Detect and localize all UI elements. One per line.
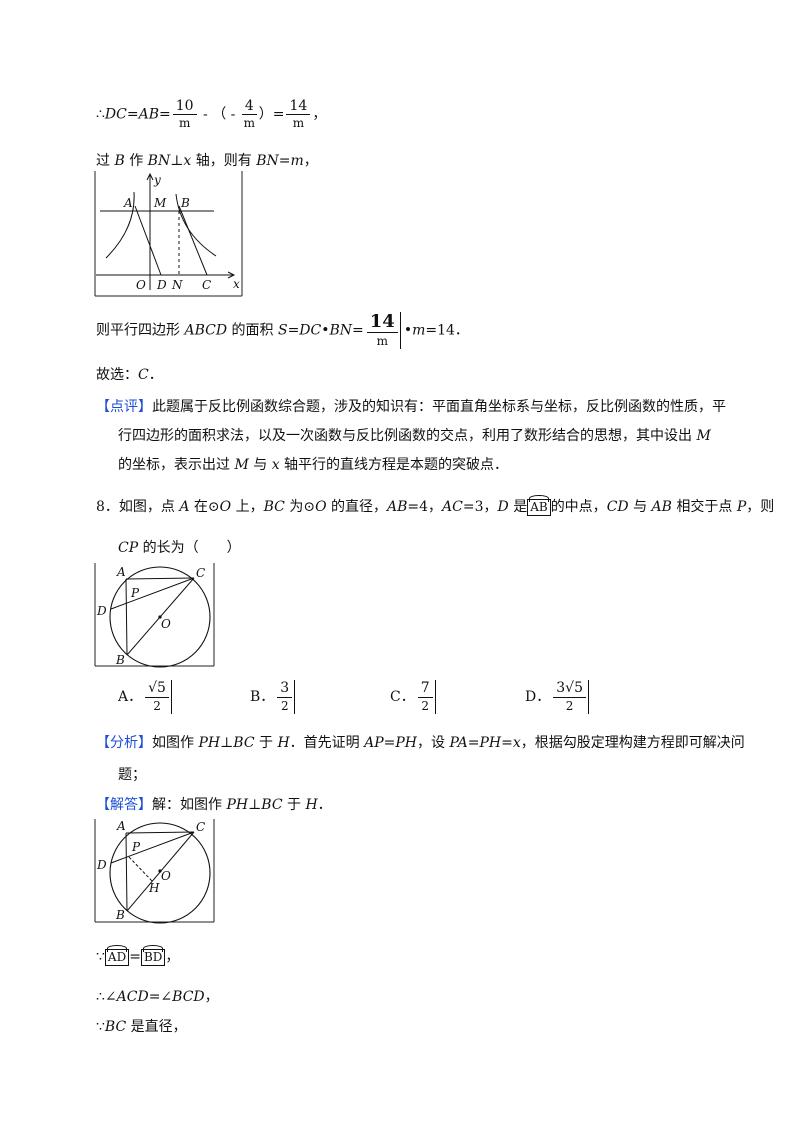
hyperbola-parallelogram-figure: y x A M B O D N C bbox=[94, 171, 243, 297]
review-tag: 【点评】 bbox=[96, 399, 152, 415]
solution-line-1: 【解答】解：如图作 PH⊥BC 于 H． bbox=[96, 797, 332, 813]
step-diameter: ∵BC 是直径， bbox=[96, 1019, 187, 1035]
fig1-label-B: B bbox=[115, 653, 125, 667]
label-y: y bbox=[153, 173, 161, 187]
label-N: N bbox=[171, 278, 183, 292]
fig2-label-B: B bbox=[115, 908, 125, 922]
solution-line-bn: 过 B 作 BN⊥x 轴，则有 BN=m， bbox=[96, 153, 318, 169]
fig1-label-C: C bbox=[196, 566, 205, 580]
circle-figure-solution: A C P D O H B bbox=[94, 819, 215, 924]
label-x: x bbox=[233, 277, 240, 291]
fig1-label-O: O bbox=[161, 617, 171, 631]
label-C: C bbox=[202, 278, 211, 292]
arc-ad: AD bbox=[104, 945, 130, 966]
answer-line: 故选：C． bbox=[96, 367, 163, 383]
fig2-label-P: P bbox=[131, 840, 141, 854]
fig2-label-H: H bbox=[148, 881, 160, 895]
arc-ab: AB bbox=[527, 495, 551, 516]
label-M: M bbox=[153, 196, 167, 210]
step-angles-equal: ∴∠ACD=∠BCD， bbox=[96, 989, 219, 1005]
label-B: B bbox=[180, 196, 190, 210]
analysis-line-2: 题； bbox=[118, 767, 146, 783]
arc-bd: BD bbox=[140, 945, 166, 966]
label-A: A bbox=[123, 196, 133, 210]
fig1-label-D: D bbox=[96, 604, 107, 618]
fig2-label-D: D bbox=[96, 858, 107, 872]
question-8-stem-2: CP 的长为（ ） bbox=[118, 540, 241, 556]
solution-tag: 【解答】 bbox=[96, 797, 152, 813]
fig1-label-A: A bbox=[116, 565, 126, 579]
analysis-tag: 【分析】 bbox=[96, 735, 152, 751]
analysis-line-1: 【分析】如图作 PH⊥BC 于 H．首先证明 AP=PH，设 PA=PH=x，根… bbox=[96, 735, 745, 751]
review-line-3: 的坐标，表示出过 M 与 x 轴平行的直线方程是本题的突破点． bbox=[118, 457, 509, 473]
fig2-label-C: C bbox=[196, 820, 205, 834]
review-line-1: 【点评】此题属于反比例函数综合题，涉及的知识有：平面直角坐标系与坐标，反比例函数… bbox=[96, 399, 726, 415]
circle-figure-question: A C P D O B bbox=[94, 563, 215, 668]
fig1-label-P: P bbox=[130, 586, 140, 600]
label-O: O bbox=[136, 278, 146, 292]
fig2-label-O: O bbox=[161, 869, 171, 883]
label-D: D bbox=[156, 278, 167, 292]
step-arcs-equal: ∵AD=BD， bbox=[96, 945, 180, 966]
fig2-label-A: A bbox=[116, 819, 126, 833]
review-line-2: 行四边形的面积求法，以及一次函数与反比例函数的交点，利用了数形结合的思想，其中设… bbox=[118, 428, 711, 444]
